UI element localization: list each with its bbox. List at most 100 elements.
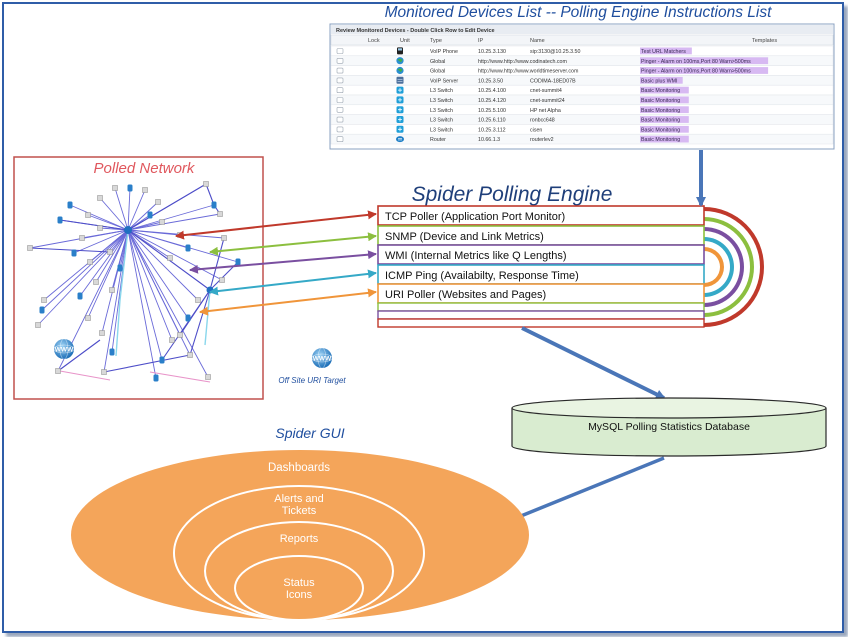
cell-ip: 10.25.5.100 <box>478 108 506 114</box>
poller-row-empty <box>377 302 705 312</box>
engine-title: Spider Polling Engine <box>412 183 613 206</box>
template-badge <box>640 86 689 94</box>
polled-network-title: Polled Network <box>94 160 196 177</box>
network-link <box>127 187 131 231</box>
engine-arc-center <box>704 251 720 283</box>
network-host-icon <box>195 297 201 303</box>
cell-type: L3 Switch <box>430 127 453 133</box>
network-link <box>29 229 129 249</box>
network-link <box>37 229 129 326</box>
cell-type: Global <box>430 69 445 75</box>
network-link <box>59 219 129 231</box>
cell-template: Pinger - Alarm on 100ms,Port 80 Warn>500… <box>641 59 751 65</box>
network-device-icon <box>77 292 83 300</box>
row-checkbox[interactable] <box>336 57 344 64</box>
device-list-header: Review Monitored Devices - Double Click … <box>336 28 495 34</box>
phone-icon <box>397 47 403 55</box>
engine-to-database-arrow <box>521 326 666 400</box>
cell-name: routerlev2 <box>530 137 554 143</box>
row-checkbox[interactable] <box>336 87 344 93</box>
gui-dashboards-label: Dashboards <box>268 462 330 474</box>
network-device-icon <box>185 244 191 252</box>
network-link <box>59 370 111 381</box>
row-checkbox[interactable] <box>336 136 344 142</box>
database-label: MySQL Polling Statistics Database <box>588 421 750 433</box>
network-device-icon <box>153 374 159 382</box>
network-host-icon <box>142 187 148 193</box>
row-checkbox[interactable] <box>336 116 344 123</box>
network-link <box>43 229 129 301</box>
database-cylinder-body <box>511 408 827 457</box>
network-link <box>115 299 121 357</box>
column-header[interactable]: Name <box>530 38 545 44</box>
network-host-icon <box>107 249 113 255</box>
column-header[interactable]: IP <box>478 38 484 44</box>
column-header[interactable]: Lock <box>368 38 380 44</box>
network-globe-icon: WWW <box>53 338 75 360</box>
row-checkbox[interactable] <box>336 67 344 74</box>
cell-name: cnet-summit4 <box>530 88 562 94</box>
row-background <box>330 94 834 106</box>
switch-icon <box>396 125 404 133</box>
row-checkbox[interactable] <box>336 107 344 113</box>
switch-icon <box>396 106 404 114</box>
column-header[interactable]: Unit <box>400 38 410 44</box>
network-device-icon <box>117 264 123 272</box>
cell-type: L3 Switch <box>430 88 453 94</box>
poller-arrows <box>175 210 377 316</box>
network-www-label: WWW <box>55 347 74 354</box>
template-badge <box>640 106 689 114</box>
network-link <box>79 229 129 297</box>
network-host-icon <box>87 259 93 265</box>
row-checkbox[interactable] <box>336 97 344 103</box>
column-header[interactable]: Type <box>430 38 442 44</box>
network-link <box>127 229 209 378</box>
network-link <box>73 229 129 254</box>
row-checkbox[interactable] <box>336 126 344 133</box>
device-list-header-bar <box>331 25 833 34</box>
network-link <box>41 229 129 311</box>
poller-row <box>377 205 705 226</box>
network-host-icon <box>79 235 85 241</box>
network-device-icon <box>57 216 63 224</box>
row-checkbox[interactable] <box>336 77 344 84</box>
network-link <box>57 339 101 372</box>
network-link <box>69 204 129 231</box>
cell-ip: 10.25.4.120 <box>478 98 506 104</box>
network-device-icon <box>211 201 217 209</box>
network-link <box>119 229 129 301</box>
globe-icon <box>396 66 404 75</box>
network-host-icon <box>97 225 103 231</box>
network-device-icon <box>235 258 241 266</box>
cell-type: VoIP Server <box>430 78 458 84</box>
poller-arrow <box>209 232 377 256</box>
network-link <box>111 229 129 291</box>
poller-row <box>377 244 705 265</box>
network-link <box>127 201 159 231</box>
gui-layer-status-icons <box>234 555 364 621</box>
column-header[interactable]: Templates <box>752 38 777 44</box>
network-host-icon <box>167 255 173 261</box>
device-list-columns: Lock Unit Type IP Name Templates <box>368 38 777 44</box>
mysql-database: MySQL Polling Statistics Database <box>511 397 827 457</box>
network-device-icon <box>67 201 73 209</box>
cell-type: L3 Switch <box>430 118 453 124</box>
cell-name: cnet-summit24 <box>530 98 565 104</box>
network-link <box>127 229 199 301</box>
row-checkbox[interactable] <box>336 48 344 54</box>
network-host-icon <box>85 315 91 321</box>
cell-name: ronbcc648 <box>530 118 555 124</box>
network-link <box>127 229 189 319</box>
